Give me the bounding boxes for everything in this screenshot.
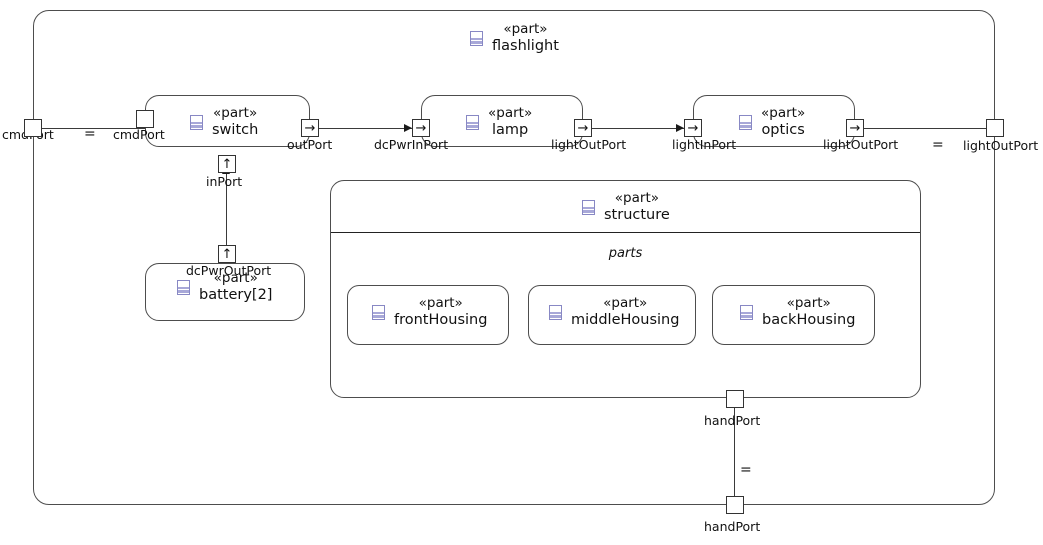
arrowhead-lamp-to-optics: [676, 124, 684, 132]
port-switch-inport[interactable]: ↑: [218, 155, 236, 173]
connector-handport: [734, 407, 736, 505]
port-optics-lightinport[interactable]: →: [684, 119, 702, 137]
backhousing-part-box[interactable]: [712, 285, 875, 345]
port-flashlight-cmdport[interactable]: [24, 119, 42, 137]
connector-lamp-to-optics: [592, 128, 686, 130]
battery-part-box[interactable]: [145, 263, 305, 321]
connector-lightoutport: [864, 128, 995, 130]
connector-battery-to-switch: [226, 173, 228, 255]
port-label-flashlight-handport: handPort: [704, 519, 761, 534]
optics-part-box[interactable]: [693, 95, 855, 147]
connector-cmdport: [33, 128, 145, 130]
port-flashlight-lightoutport[interactable]: [986, 119, 1004, 137]
cmd-binding-label: =: [84, 126, 96, 142]
port-optics-lightoutport[interactable]: →: [846, 119, 864, 137]
middlehousing-part-box[interactable]: [528, 285, 696, 345]
structure-compartment-divider: [331, 232, 920, 234]
light-binding-label: =: [932, 137, 944, 153]
port-lamp-lightoutport[interactable]: →: [574, 119, 592, 137]
port-flashlight-handport[interactable]: [726, 496, 744, 514]
port-switch-outport[interactable]: →: [301, 119, 319, 137]
switch-part-box[interactable]: [145, 95, 310, 147]
port-structure-handport[interactable]: [726, 390, 744, 408]
port-lamp-dcpwrinport[interactable]: →: [412, 119, 430, 137]
port-battery-dcpwroutport[interactable]: ↑: [218, 245, 236, 263]
lamp-part-box[interactable]: [421, 95, 583, 147]
port-switch-cmdport[interactable]: [136, 110, 154, 128]
arrowhead-switch-to-lamp: [404, 124, 412, 132]
connector-switch-to-lamp: [319, 128, 414, 130]
hand-binding-label: =: [740, 462, 752, 478]
fronthousing-part-box[interactable]: [347, 285, 509, 345]
